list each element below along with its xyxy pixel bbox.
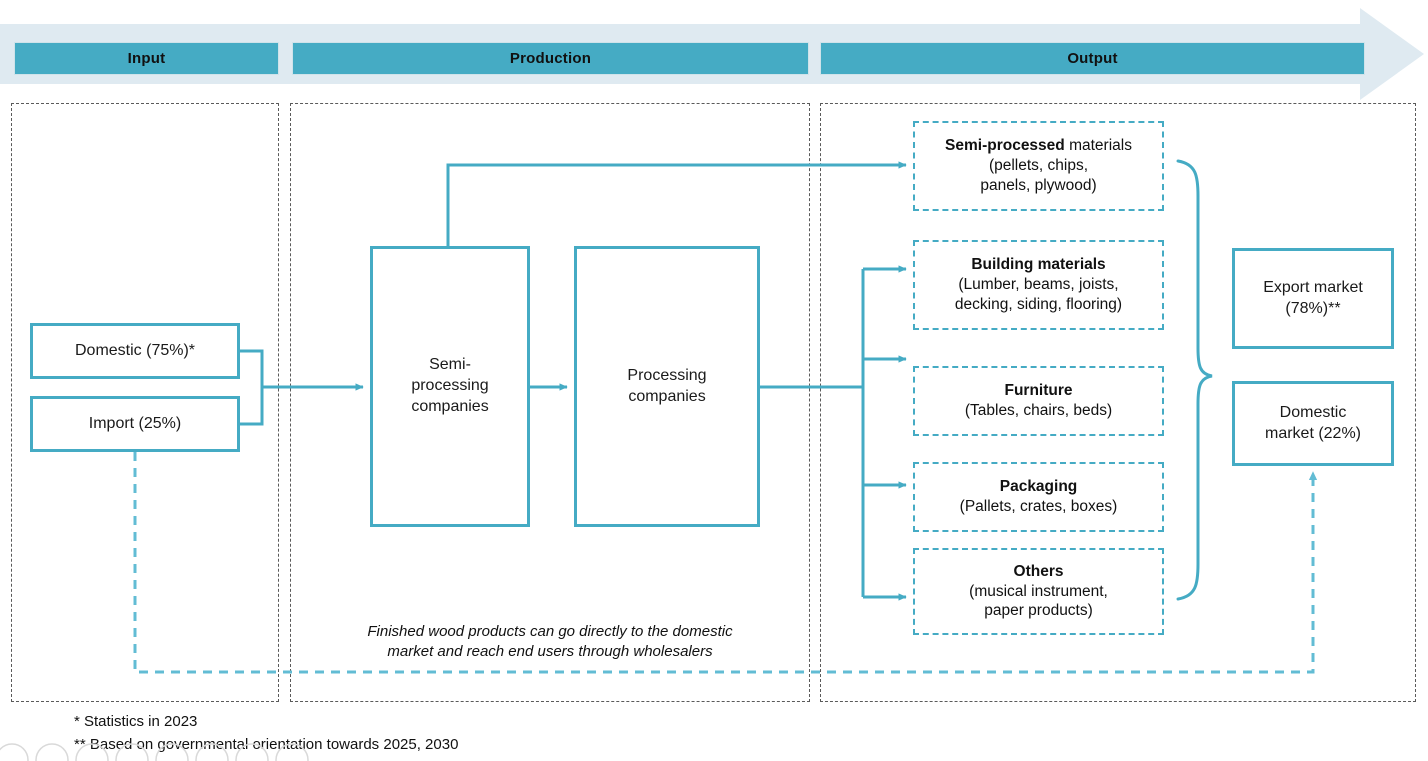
box-output-furniture[interactable]: Furniture (Tables, chairs, beds) xyxy=(913,366,1164,436)
box-output-semi-processed[interactable]: Semi-processed materials (pellets, chips… xyxy=(913,121,1164,211)
footnotes: * Statistics in 2023 ** Based on governm… xyxy=(74,710,458,757)
box-output-building-materials[interactable]: Building materials (Lumber, beams, joist… xyxy=(913,240,1164,330)
processing-line2: companies xyxy=(628,387,706,405)
phase-bar-output[interactable]: Output xyxy=(820,42,1365,75)
out-packaging-detail: (Pallets, crates, boxes) xyxy=(959,498,1118,515)
phase-bar-production[interactable]: Production xyxy=(292,42,809,75)
box-import-input-label: Import (25%) xyxy=(88,414,182,432)
lane-production xyxy=(290,103,810,702)
note-wholesalers-line1: Finished wood products can go directly t… xyxy=(367,623,733,640)
domestic-market-line2: market (22%) xyxy=(1264,424,1362,442)
out-packaging-title: Packaging xyxy=(999,478,1078,496)
phase-bar-input[interactable]: Input xyxy=(14,42,279,75)
out-building-title: Building materials xyxy=(971,256,1106,274)
box-semi-processing-companies[interactable]: Semi- processing companies xyxy=(370,246,530,527)
semi-processing-line1: Semi- xyxy=(429,356,471,374)
out-semi-title: Semi-processed xyxy=(945,137,1065,155)
lane-output xyxy=(820,103,1416,702)
domestic-market-line1: Domestic xyxy=(1279,403,1347,421)
out-others-detail2: paper products) xyxy=(984,602,1093,620)
note-wholesalers-line2: market and reach end users through whole… xyxy=(387,643,713,661)
box-output-packaging[interactable]: Packaging (Pallets, crates, boxes) xyxy=(913,462,1164,532)
box-export-market[interactable]: Export market (78%)** xyxy=(1232,248,1394,349)
out-building-detail: (Lumber, beams, joists, xyxy=(958,276,1119,294)
export-market-line1: Export market xyxy=(1263,278,1363,296)
semi-processing-line3: companies xyxy=(411,397,489,415)
out-semi-detail2: panels, plywood) xyxy=(980,176,1097,194)
box-domestic-market[interactable]: Domestic market (22%) xyxy=(1232,381,1394,466)
phase-label-input: Input xyxy=(127,50,166,67)
processing-line1: Processing xyxy=(627,366,707,384)
out-others-detail: (musical instrument, xyxy=(969,582,1108,600)
box-output-others[interactable]: Others (musical instrument, paper produc… xyxy=(913,548,1164,635)
footnote-two: ** Based on governmental orientation tow… xyxy=(74,736,459,754)
phase-label-production: Production xyxy=(509,50,592,67)
out-others-title: Others xyxy=(1013,562,1064,580)
box-domestic-input[interactable]: Domestic (75%)* xyxy=(30,323,240,379)
box-import-input[interactable]: Import (25%) xyxy=(30,396,240,452)
export-market-line2: (78%)** xyxy=(1285,299,1341,317)
footnote-one: * Statistics in 2023 xyxy=(74,713,198,730)
out-furniture-detail: (Tables, chairs, beds) xyxy=(964,402,1113,419)
decorative-circles xyxy=(0,743,309,761)
lane-input xyxy=(11,103,279,702)
box-domestic-input-label: Domestic (75%)* xyxy=(74,341,196,359)
note-wholesalers: Finished wood products can go directly t… xyxy=(314,622,786,663)
out-semi-detail: materials (pellets, chips, xyxy=(988,137,1132,175)
semi-processing-line2: processing xyxy=(411,377,489,395)
out-furniture-title: Furniture xyxy=(1004,382,1073,400)
box-processing-companies[interactable]: Processing companies xyxy=(574,246,760,527)
out-building-detail2: decking, siding, flooring) xyxy=(954,295,1123,313)
phase-label-output: Output xyxy=(1067,50,1118,67)
